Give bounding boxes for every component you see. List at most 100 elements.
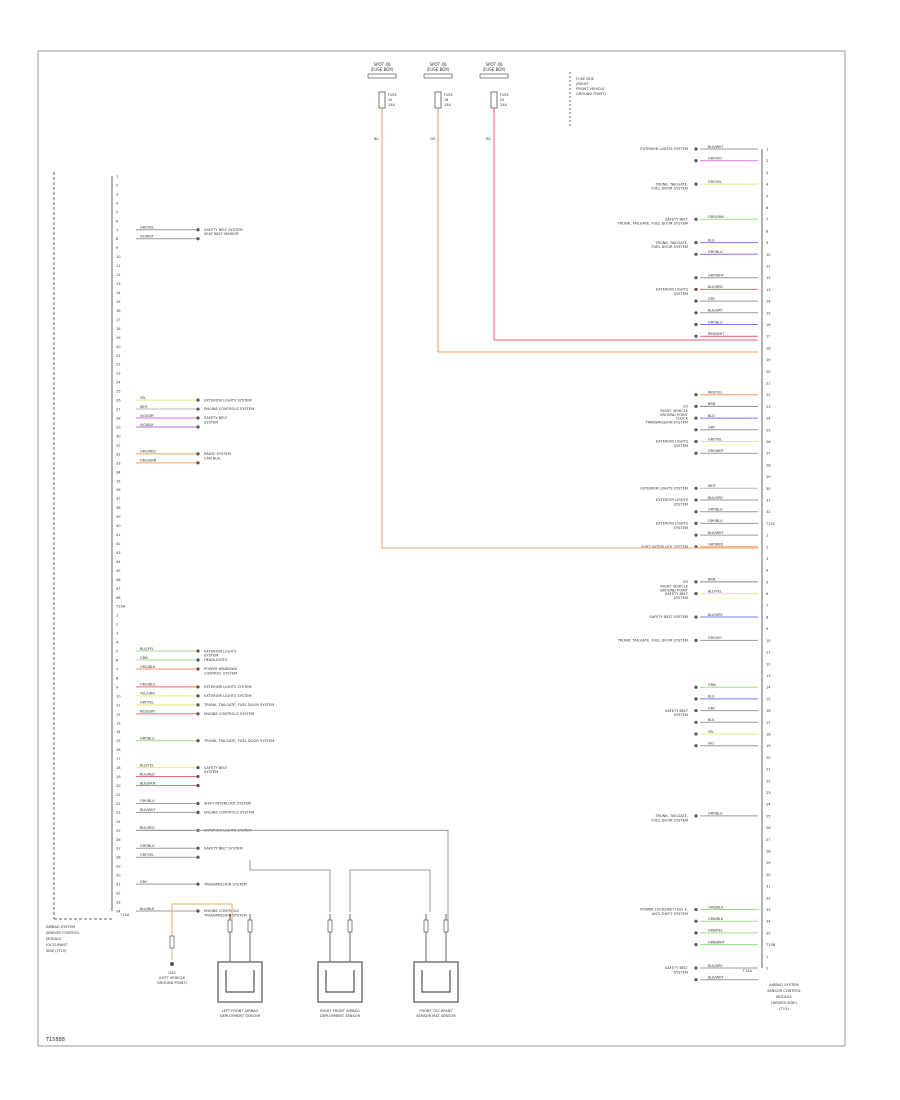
right-wire-code: BLU/YEL [708, 589, 722, 593]
left-wire-terminal [196, 667, 200, 671]
left-wire-destination: SHIFT INTERLOCK SYSTEM [204, 802, 251, 806]
right-wire-destination: EXTERIOR LIGHTS [656, 498, 689, 502]
right-pin-label: 35 [766, 931, 771, 935]
left-wire-code: ORG/BLU [140, 683, 156, 687]
right-pin-label: 25 [766, 814, 771, 818]
fuse-element [378, 91, 386, 109]
fuse-label: FUSE [500, 93, 509, 97]
fuse-label: FUSE [444, 93, 453, 97]
right-wire-destination: EXTERIOR LIGHTS [656, 288, 689, 292]
sensor-connector [423, 919, 429, 933]
left-module-label: AIRBAG SYSTEM [46, 925, 75, 929]
left-wire-destination: TRANSMISSION SYSTEM [203, 882, 247, 886]
right-wire-terminal [694, 252, 698, 256]
right-wire-destination: TRANSMISSION SYSTEM [644, 421, 688, 425]
left-pin-label: 20 [116, 784, 121, 788]
left-pin-label: 30 [116, 434, 121, 438]
left-wire-terminal [196, 855, 200, 859]
left-wire-terminal [196, 703, 200, 707]
right-wire-code: BLK/GRY [708, 496, 723, 500]
left-pin-label: 26 [116, 838, 121, 842]
left-wire-code: YEL/GRN [140, 692, 155, 696]
left-pin-label: 3 [116, 192, 118, 196]
right-wire-destination: EXTERIOR LIGHTS SYSTEM [640, 487, 688, 491]
sensor-feed-wire [249, 860, 331, 912]
right-wire-destination: EXTERIOR LIGHTS [656, 522, 689, 526]
right-wire-code: GRN [708, 683, 716, 687]
left-wire-destination: CAN BUS [204, 456, 221, 460]
left-wire-terminal [196, 783, 200, 788]
left-pin-label: 6 [116, 659, 119, 663]
left-wire-destination: ENGINE CONTROLS SYSTEM [204, 811, 254, 815]
left-pin-label: 39 [116, 515, 121, 519]
left-wire-terminal [196, 658, 200, 662]
fuse-header: (FUSE BOX) [371, 67, 394, 72]
left-wire-destination: SAFETY BELT [204, 766, 228, 770]
left-wire-terminal [196, 461, 200, 465]
sensor-inner [325, 970, 355, 993]
left-wire-code: BLU/YEL [140, 763, 154, 767]
right-wire-destination: CLOCK [676, 416, 689, 420]
right-wire-terminal [694, 685, 698, 689]
left-pin-label: 2 [116, 183, 118, 187]
right-wire-destination: G5 [683, 405, 688, 409]
right-wire-code: VIO [708, 742, 714, 746]
left-pin-label: 23 [116, 811, 121, 815]
left-wire-terminal [196, 810, 200, 815]
right-wire-destination: RIGHT VEHICLE [660, 409, 688, 413]
ground-label: (LEFT VEHICLE [159, 976, 186, 980]
right-wire-code: GRY/WHT [708, 274, 725, 278]
right-wire-code: BRN [708, 402, 716, 406]
right-wire-destination: FUEL DOOR SYSTEM [651, 818, 688, 822]
sensor-label: SENSOR MAT SENSOR [416, 1014, 456, 1018]
right-pin-label: 28 [766, 850, 771, 854]
left-module-label: SIDE) (T15) [46, 949, 67, 953]
right-wire-code: GRY/BLU [708, 519, 723, 523]
left-pin-label: 25 [116, 390, 121, 394]
right-pin-label: 2 [766, 545, 768, 549]
right-wire-terminal [694, 322, 698, 327]
right-pin-label: 32 [766, 510, 771, 514]
right-wire-code: GRY/BLU [708, 508, 723, 512]
right-wire-code: GRY/VIO [708, 636, 722, 640]
left-wire-terminal [196, 407, 200, 411]
left-module-end-label: T15A [119, 913, 130, 917]
right-wire-terminal [694, 182, 698, 186]
fuse-header: (FUSE BOX) [427, 67, 450, 72]
fuse-label: 25 [500, 98, 504, 102]
left-wire-destination: EXTERIOR LIGHTS SYSTEM [204, 694, 252, 698]
right-wire-terminal [694, 299, 698, 303]
left-pin-label: 9 [116, 246, 119, 250]
right-wire-terminal [694, 638, 698, 643]
left-module-label: MODULE [46, 937, 62, 941]
fuse-wire-label: BK [374, 137, 379, 141]
left-wire-destination: SYSTEM [204, 420, 218, 424]
right-pin-label: 4 [766, 183, 769, 187]
left-wire-terminal [196, 425, 200, 429]
right-wire-terminal [694, 931, 698, 935]
right-wire-code: GRN/BLU [708, 905, 724, 909]
right-pin-label: 6 [766, 206, 769, 210]
left-pin-label: 11 [116, 703, 121, 707]
ground-connector [169, 935, 175, 949]
right-wire-destination: TRUNK, TAILGATE, [654, 241, 688, 245]
right-wire-code: BLK/WHT [708, 145, 724, 149]
left-wire-code: GRY/BLU [140, 844, 155, 848]
left-pin-label: 15 [116, 739, 121, 743]
right-wire-terminal [694, 744, 698, 748]
right-pin-label: 9 [766, 627, 769, 631]
right-wire-terminal [694, 287, 698, 291]
left-wire-code: BLU/BLK [140, 907, 155, 911]
right-pin-label: T15C [765, 522, 776, 526]
right-wire-destination: SYSTEM [674, 292, 688, 296]
left-wire-code: BLK/GRN [140, 781, 156, 785]
right-wire-terminal [694, 276, 698, 280]
right-control-module: 1234567891011121314151617181920212223242… [617, 145, 801, 1011]
left-pin-label: 40 [116, 524, 121, 528]
sensor-body [217, 961, 263, 1003]
sensor-connector [443, 919, 449, 933]
left-pin-label: 44 [116, 560, 121, 564]
right-wire-destination: RIGHT VEHICLE [660, 584, 688, 588]
right-pin-label: 25 [766, 428, 771, 432]
left-pin-label: 27 [116, 408, 121, 412]
